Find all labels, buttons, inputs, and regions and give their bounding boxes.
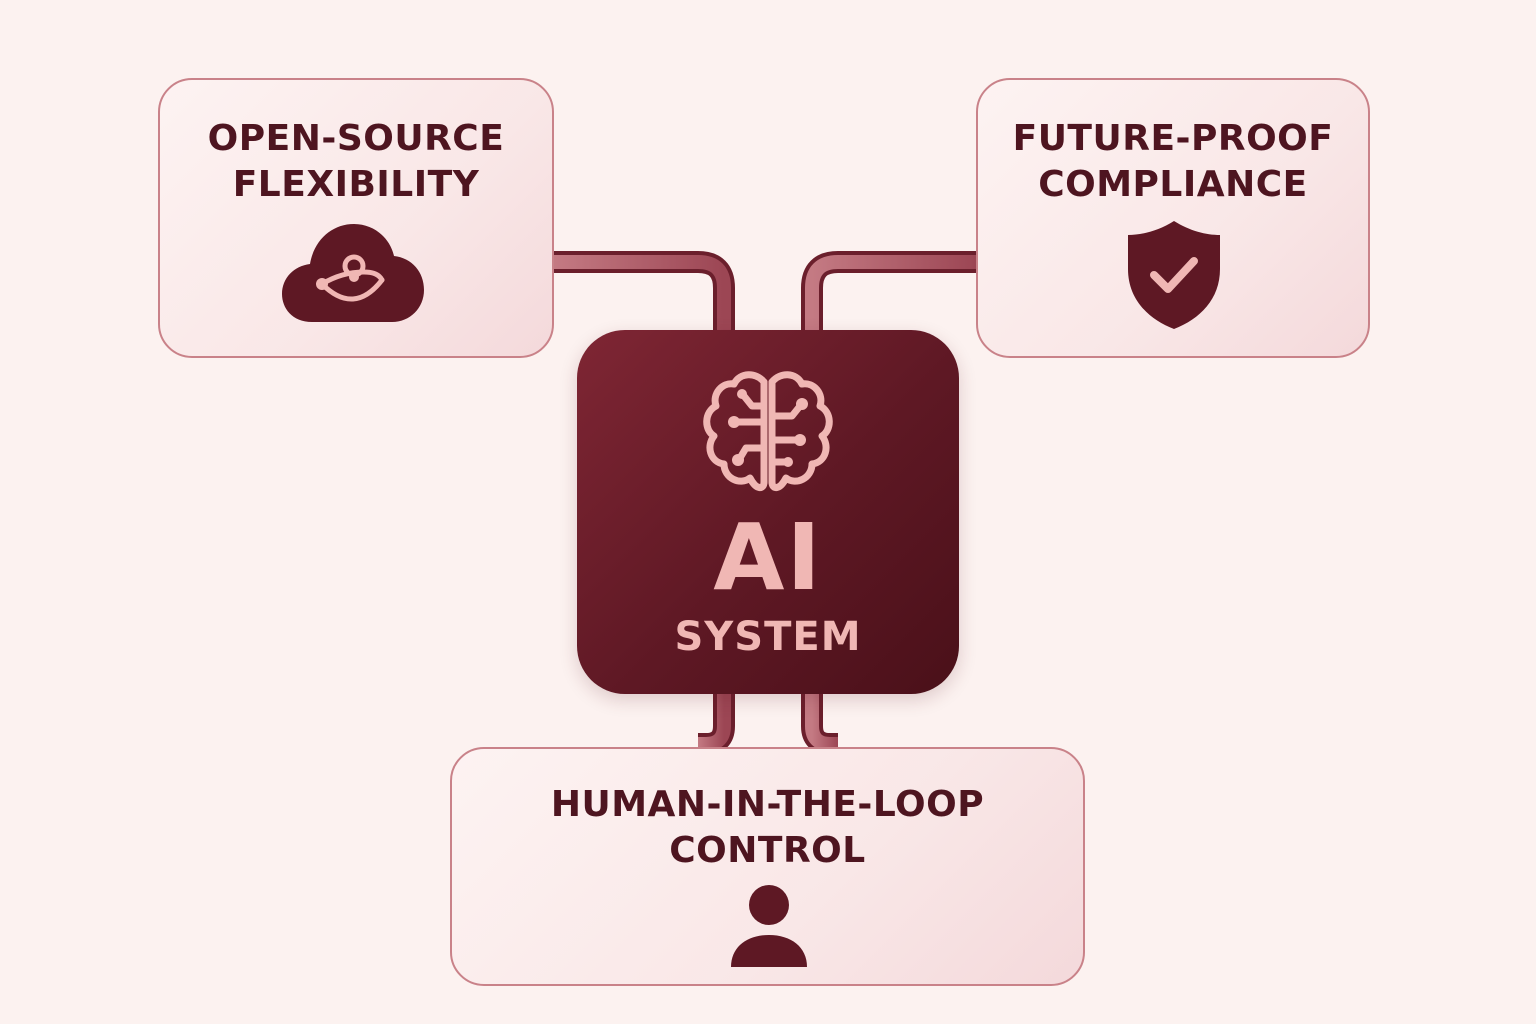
- open-source-flexibility-title: OPEN-SOURCE FLEXIBILITY: [160, 116, 552, 208]
- cloud-network-icon: [282, 224, 424, 322]
- connector-compliance: [801, 251, 976, 332]
- ai-system-subtitle: SYSTEM: [674, 614, 862, 660]
- open-source-line1: OPEN-SOURCE: [207, 118, 505, 159]
- human-in-the-loop-control-card: HUMAN-IN-THE-LOOP CONTROL: [450, 747, 1085, 986]
- ai-system-node: AI SYSTEM: [577, 330, 959, 694]
- future-proof-compliance-title: FUTURE-PROOF COMPLIANCE: [978, 116, 1368, 208]
- open-source-line2: FLEXIBILITY: [232, 164, 480, 205]
- connector-open-source: [554, 251, 735, 332]
- open-source-flexibility-card: OPEN-SOURCE FLEXIBILITY: [158, 78, 554, 358]
- human-line2: CONTROL: [669, 830, 866, 871]
- human-in-the-loop-control-title: HUMAN-IN-THE-LOOP CONTROL: [452, 782, 1083, 874]
- ai-system-title: AI: [713, 504, 823, 611]
- shield-check-icon: [1128, 221, 1220, 329]
- person-icon: [731, 885, 807, 967]
- future-proof-compliance-card: FUTURE-PROOF COMPLIANCE: [976, 78, 1370, 358]
- compliance-line1: FUTURE-PROOF: [1012, 118, 1334, 159]
- human-line1: HUMAN-IN-THE-LOOP: [550, 784, 985, 825]
- compliance-line2: COMPLIANCE: [1038, 164, 1308, 205]
- brain-circuit-icon: [703, 371, 833, 491]
